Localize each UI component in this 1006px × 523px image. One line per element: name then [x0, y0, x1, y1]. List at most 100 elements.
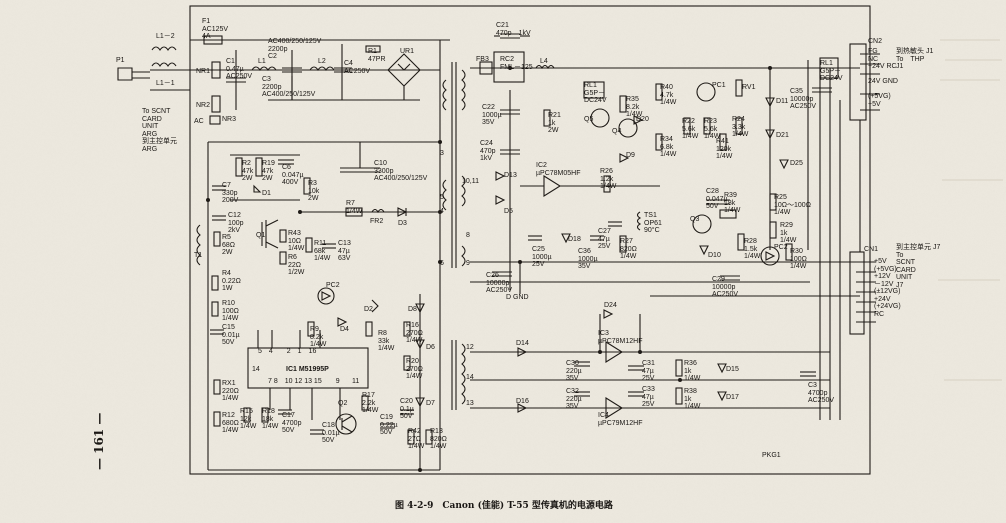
- label-R4: R4 0.22Ω 1W: [222, 270, 241, 292]
- label-R29: R29 1k 1/4W: [780, 222, 797, 244]
- label-D10: D10: [708, 252, 721, 259]
- label-D6: D6: [426, 344, 435, 351]
- label-C17: C17 4700p 50V: [282, 412, 302, 434]
- label-C22: C22 1000µ 35V: [482, 104, 502, 126]
- label-C19: C19 0.22µ 50V: [380, 414, 398, 436]
- label-D24: D24: [604, 302, 617, 309]
- cn1-connector: [849, 251, 865, 335]
- label-R12: R12 680Ω 1/4W: [222, 412, 239, 434]
- label-R34: R34 6.8k 1/4W: [660, 136, 677, 158]
- label-L1-2: L1－2: [156, 33, 175, 40]
- label-RX1: RX1 220Ω 1/4W: [222, 380, 239, 402]
- label-R13: R13 820Ω 1/4W: [430, 428, 447, 450]
- label-D9: D9: [626, 152, 635, 159]
- label-R22: R22 5.6k 1/4W: [682, 118, 699, 140]
- label-IC1: IC1 M51995P: [286, 366, 329, 373]
- label-R23: R23 5.6k 1/4W: [704, 118, 721, 140]
- label-t12: 12: [466, 344, 474, 351]
- label-C32: C32 220µ 35V: [566, 388, 582, 410]
- page-number: — 161 —: [92, 412, 106, 470]
- label-R27: R27 820Ω 1/4W: [620, 238, 637, 260]
- label-R3: R3 10k 2W: [308, 180, 320, 202]
- label-R21: R21 1k 2W: [548, 112, 561, 134]
- label-C29: C29 10000p AC250V: [712, 276, 739, 298]
- label-C4: C4 AC250V: [344, 60, 371, 75]
- label-D15: D15: [726, 366, 739, 373]
- label-D4: D4: [340, 326, 349, 333]
- label-D-GND: D GND: [506, 294, 529, 301]
- label-R18: R18 18k 1/4W: [262, 408, 279, 430]
- label-R42: R42 27Ω 1/4W: [408, 428, 425, 450]
- label-R11: R11 68k 1/4W: [314, 240, 331, 262]
- label-D16: D16: [516, 398, 529, 405]
- label-C1: C1 0.47µ AC250V: [226, 58, 253, 80]
- label-t5: 5: [440, 194, 444, 201]
- label-FB3: FB3: [476, 56, 489, 63]
- label-C25: C25 1000µ 25V: [532, 246, 552, 268]
- label-pin14: 14: [252, 366, 260, 373]
- label-IC2: IC2 µPC78M05HF: [536, 162, 581, 177]
- label-Q5: Q5: [584, 116, 594, 123]
- label-D14: D14: [516, 340, 529, 347]
- label-D18: D18: [568, 236, 581, 243]
- label-C3: C3 2200p AC400/250/125V: [262, 76, 316, 98]
- label-T1-primary: T1: [194, 252, 203, 259]
- label-RV1: RV1: [742, 84, 756, 91]
- label-ic1-pins-top: 5 4 2 1 16: [258, 348, 317, 355]
- label-UR1: UR1: [400, 48, 415, 55]
- label-C28: C28 0.047µ 50V: [706, 188, 728, 210]
- label-pin3: 3: [440, 150, 444, 157]
- cn2-connector: [849, 43, 867, 121]
- label-C12: C12 100p 2kV: [228, 212, 244, 234]
- label-C31: C31 47µ 25V: [642, 360, 655, 382]
- label-R17: R17 2.2k 1/4W: [362, 392, 379, 414]
- label-L4: L4: [540, 58, 548, 65]
- board-label: PKG1: [762, 452, 781, 459]
- label-C13: C13 47µ 63V: [338, 240, 351, 262]
- label-TS1: TS1 OP61 90°C: [644, 212, 662, 234]
- label-t13: 13: [466, 400, 474, 407]
- label-Q3: Q3: [690, 216, 700, 223]
- label-PC1: PC1: [712, 82, 726, 89]
- label-R16: R16 270Ω 1/4W: [406, 322, 423, 344]
- label-R39: R39 18k 1/4W: [724, 192, 741, 214]
- label-R26: R26 1.2k 1/4W: [600, 168, 617, 190]
- label-NR2: NR2: [196, 102, 211, 109]
- label-IC4: IC4 µPC79M12HF: [598, 412, 643, 427]
- label-t9: 9: [466, 260, 470, 267]
- label-D11: D11: [776, 98, 789, 105]
- label-R10: R10 100Ω 1/4W: [222, 300, 239, 322]
- label-IC3: IC3 µPC78M12HF: [598, 330, 643, 345]
- label-C33: C33 47µ 25V: [642, 386, 655, 408]
- board-outline: [189, 5, 871, 475]
- label-CN1: CN1: [864, 246, 879, 253]
- label-R1: R1 47PR: [368, 48, 386, 63]
- label-pin6: 6: [440, 260, 444, 267]
- label-R8: R8 33k 1/4W: [378, 330, 395, 352]
- label-cn2-pins: FG NC +24V RC 24V GND (+5VG) +5V: [868, 48, 898, 108]
- label-PC2: PC2: [774, 244, 788, 251]
- label-R5: R5 68Ω 2W: [222, 234, 236, 256]
- label-R35: R35 8.2k 1/4W: [626, 96, 643, 118]
- label-F1: F1 AC125V 4A: [202, 18, 229, 40]
- label-cn1-pins: +5V (+5VG) +12V －12V (±12VG) +24V (+24VG…: [874, 258, 901, 318]
- label-D21: D21: [776, 132, 789, 139]
- label-R43: R43 10Ω 1/4W: [288, 230, 305, 252]
- label-C10: C10 3300p AC400/250/125V: [374, 160, 428, 182]
- label-R6: R6 22Ω 1/2W: [288, 254, 305, 276]
- label-Q1: Q1: [256, 232, 266, 239]
- label-L2: L2: [318, 58, 326, 65]
- label-R24: R24 3.3k 1/4W: [732, 116, 749, 138]
- label-RL1-connector: RL1 G5P－ DC24V: [820, 60, 843, 82]
- label-R30: R30 100Ω 1/4W: [790, 248, 807, 270]
- label-C26: C26 10000p AC250V: [486, 272, 513, 294]
- label-C2: AC400/250/125V 2200p C2: [268, 38, 322, 60]
- label-t8: 8: [466, 232, 470, 239]
- label-C7: C7 330p 200V: [222, 182, 239, 204]
- label-D1: D1: [262, 190, 271, 197]
- label-R28: R28 1.5k 1/4W: [744, 238, 761, 260]
- label-C3-ground: C3 4700p AC250V: [808, 382, 835, 404]
- label-C6: C6 0.047µ 400V: [282, 164, 304, 186]
- label-NR3: NR3: [222, 116, 237, 123]
